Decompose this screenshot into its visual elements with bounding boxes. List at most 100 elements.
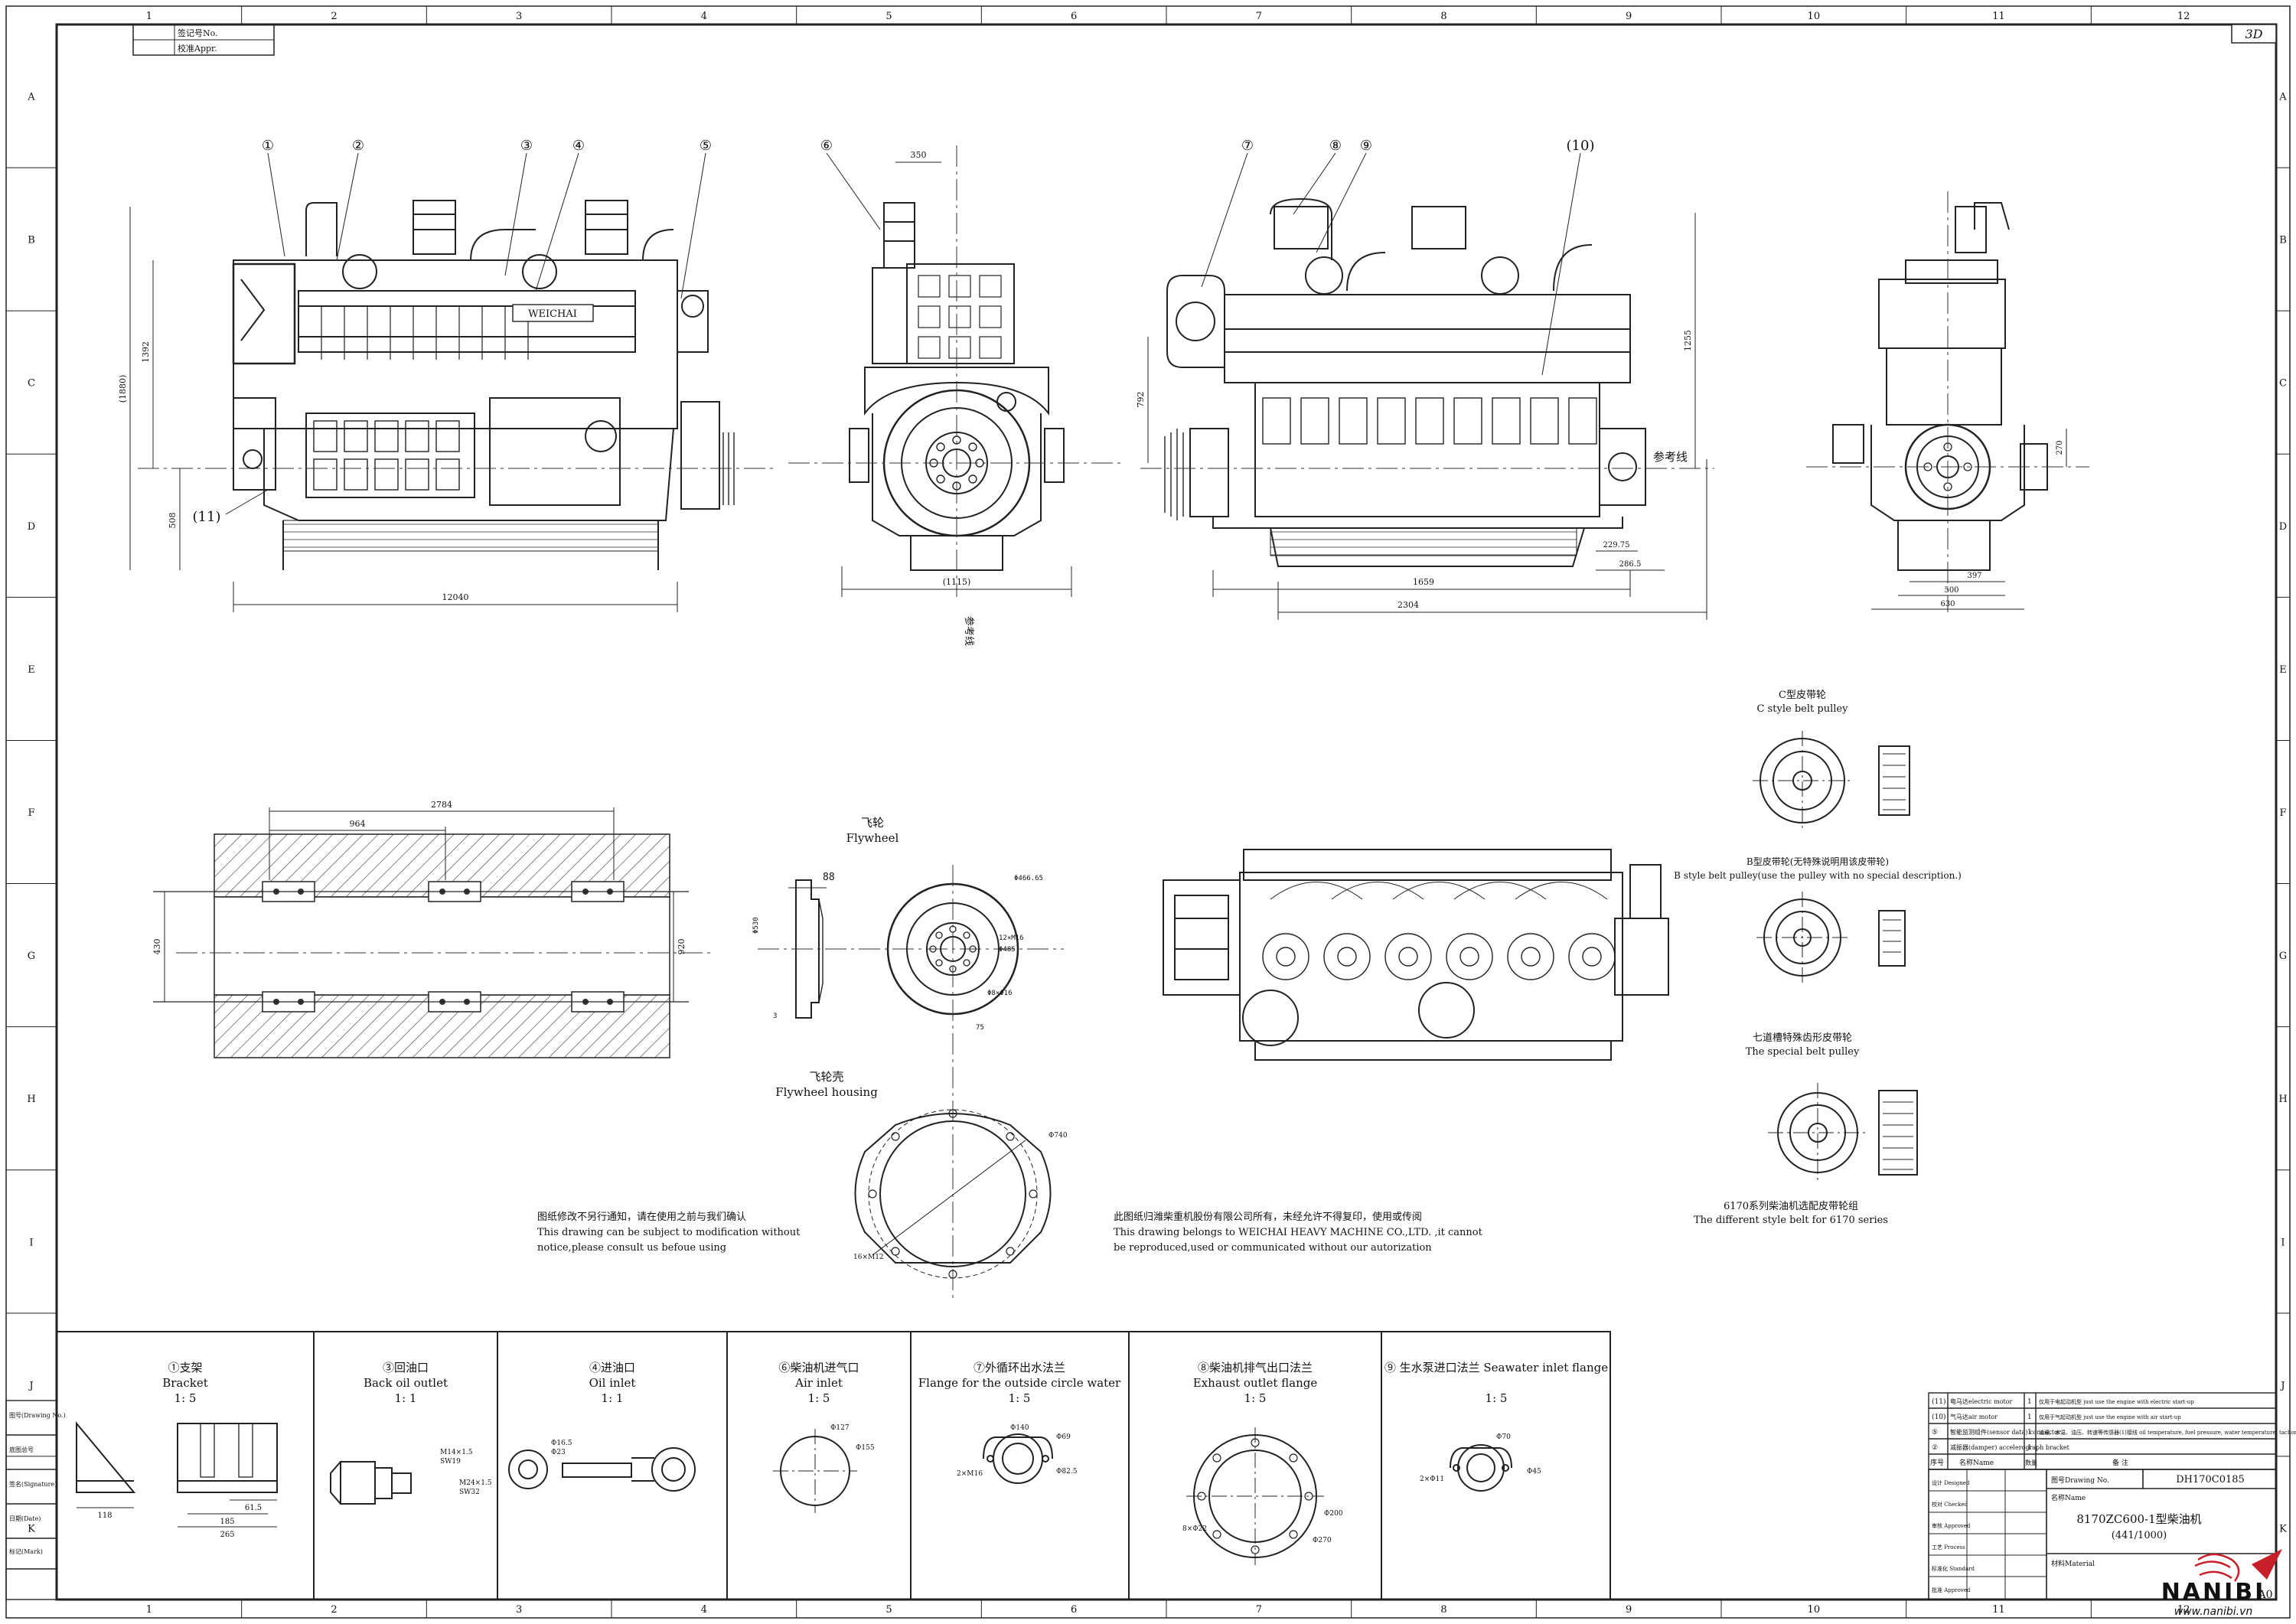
pulley-special-title-cn: 七道槽特殊齿形皮带轮 (1753, 1032, 1852, 1044)
detail-1-scale: 1: 5 (174, 1391, 197, 1405)
sheet-row-label: C (28, 378, 35, 390)
dim-end-side: 792 (1136, 392, 1146, 408)
pulley-special (1768, 1083, 1918, 1182)
bom-row-note: 油温、水温、油压、转速等传感器(1)接线 oil temperature, fu… (2039, 1429, 2296, 1436)
sheet-row-label: I (2281, 1237, 2285, 1248)
side-view-dims (1212, 213, 1707, 620)
note-modify-cn: 图纸修改不另行通知，请在使用之前与我们确认 (537, 1211, 746, 1223)
detail-6-title-cn: ⑧柴油机排气出口法兰 (1198, 1361, 1313, 1375)
detail-6-title-en: Exhaust outlet flange (1193, 1376, 1318, 1390)
callout-2: ② (352, 138, 364, 154)
sheet-col-label: 3 (516, 1604, 522, 1616)
foundation-plan (153, 807, 712, 1058)
bracket-dim-185: 185 (220, 1518, 234, 1526)
sheet-col-label: 4 (701, 1604, 707, 1616)
bom-header-name: 名称Name (1959, 1458, 1994, 1467)
detail-4-title-en: Air inlet (794, 1376, 843, 1390)
pulley-b-title-en: B style belt pulley(use the pulley with … (1674, 870, 1962, 881)
bom-row-qty: 1 (2027, 1444, 2032, 1452)
title-role: 工艺 Process (1932, 1544, 1965, 1551)
sheet-col-label: 2 (331, 11, 337, 22)
water-dim-140: Φ140 (1010, 1424, 1029, 1432)
sheet-row-label: I (29, 1237, 33, 1248)
sheet-col-label: 6 (1071, 11, 1077, 22)
title-role: 校对 Checked (1932, 1501, 1968, 1508)
strip-mark: 标记(Mark) (9, 1547, 43, 1555)
detail-2-title-cn: ③回油口 (383, 1361, 429, 1375)
front-view-weichai-badge: WEICHAI (512, 304, 594, 322)
pulley-c (1753, 731, 1910, 830)
sheet-row-label: K (28, 1523, 35, 1534)
detail-1-title-en: Bracket (162, 1376, 208, 1390)
exhaust-dim-holes: 8×Φ22 (1182, 1525, 1207, 1533)
bom-row-note: 仅用于电起动机型 just use the engine with electr… (2039, 1398, 2194, 1405)
front-view-engine (232, 200, 735, 570)
sheet-col-label: 11 (1992, 1604, 2005, 1616)
flywheel-dim-holes: Φ8×Φ16 (987, 990, 1013, 997)
title-product-ratio: (441/1000) (2112, 1530, 2167, 1541)
seawater-dim-45: Φ45 (1527, 1468, 1541, 1476)
dim-end-top: 350 (911, 150, 927, 160)
dim-end-width: (1115) (943, 577, 971, 587)
detail-water-flange (983, 1433, 1053, 1484)
bom-row-name: 电马达electric motor (1950, 1397, 2013, 1405)
housing-title-en: Flywheel housing (775, 1085, 878, 1099)
detail-2-title-en: Back oil outlet (364, 1376, 448, 1390)
detail-bracket (76, 1421, 278, 1528)
dim-foundation-width: 430 (152, 939, 162, 955)
title-role: 审核 Approved (1932, 1522, 1971, 1529)
air-in-dim-127: Φ127 (830, 1424, 850, 1432)
sheet-col-label: 1 (146, 11, 152, 22)
bom-row-name: 智能监测组件(sensor data) connector (1950, 1428, 2061, 1436)
weichai-badge-text: WEICHAI (528, 308, 577, 320)
flywheel-title-cn: 飞轮 (861, 816, 884, 830)
detail-7-title-cn: ⑨ 生水泵进口法兰 Seawater inlet flange (1384, 1361, 1608, 1375)
detail-4-scale: 1: 5 (808, 1391, 830, 1405)
housing-title-cn: 飞轮壳 (809, 1070, 843, 1084)
pulley-special-title-en: The special belt pulley (1746, 1046, 1860, 1058)
nanibi-logo-url: www.nanibi.vn (2174, 1606, 2253, 1618)
sheet-row-label: A (2278, 92, 2287, 103)
approval-box: 签记号No. 校准Appr. (132, 24, 275, 56)
detail-4-title-cn: ⑥柴油机进气口 (778, 1361, 859, 1375)
dim-foundation-total: 2784 (431, 800, 452, 810)
detail-exhaust-flange (1186, 1427, 1324, 1565)
sheet-row-label: G (2279, 951, 2287, 962)
pulley-series-title-en: The different style belt for 6170 series (1694, 1215, 1888, 1226)
flywheel-title-en: Flywheel (846, 831, 899, 845)
detail-7-scale: 1: 5 (1486, 1391, 1508, 1405)
flywheel-dim-3: 3 (773, 1013, 777, 1020)
dim-rear-w2: 500 (1944, 586, 1958, 595)
callout-7: ⑦ (1241, 138, 1254, 154)
dim-foundation-rail: 920 (677, 939, 687, 955)
badge-3d: 3D (2231, 24, 2277, 44)
sheet-row-label: B (28, 235, 35, 246)
callout-9: ⑨ (1360, 138, 1372, 154)
pulley-b-title: B型皮带轮(无特殊说明用该皮带轮) (1746, 856, 1889, 867)
detail-1-title-cn: ①支架 (168, 1361, 202, 1375)
flywheel-dim-outer: Φ485 (999, 946, 1016, 954)
detail-back-oil (330, 1461, 412, 1505)
bracket-dim-61: 61.5 (245, 1504, 262, 1512)
detail-air-inlet (773, 1429, 857, 1513)
flywheel-dim-75: 75 (976, 1024, 984, 1032)
dim-front-width: 12040 (442, 592, 469, 602)
sheet-col-label: 9 (1626, 1604, 1632, 1616)
oil-in-dim-23: Φ23 (551, 1449, 566, 1456)
nanibi-logo: NANIBI www.nanibi.vn (2137, 1549, 2290, 1619)
left-revision-strip (5, 1400, 57, 1600)
sheet-row-label: E (28, 664, 35, 676)
sheet-row-label: D (2279, 521, 2287, 533)
note-owner-en2: be reproduced,used or communicated witho… (1114, 1242, 1432, 1254)
sheet-border (5, 5, 2291, 1619)
detail-seawater-flange (1450, 1444, 1512, 1492)
flywheel-dim-530: Φ530 (752, 917, 760, 934)
callout-5: ⑤ (700, 138, 712, 154)
dim-front-height: 1392 (141, 341, 151, 363)
back-oil-dim-thread1: M14×1.5 (440, 1449, 473, 1456)
dim-rear-h: 270 (2056, 440, 2064, 455)
detail-oil-inlet (508, 1447, 696, 1492)
water-dim-bolts: 2×M16 (957, 1470, 983, 1478)
